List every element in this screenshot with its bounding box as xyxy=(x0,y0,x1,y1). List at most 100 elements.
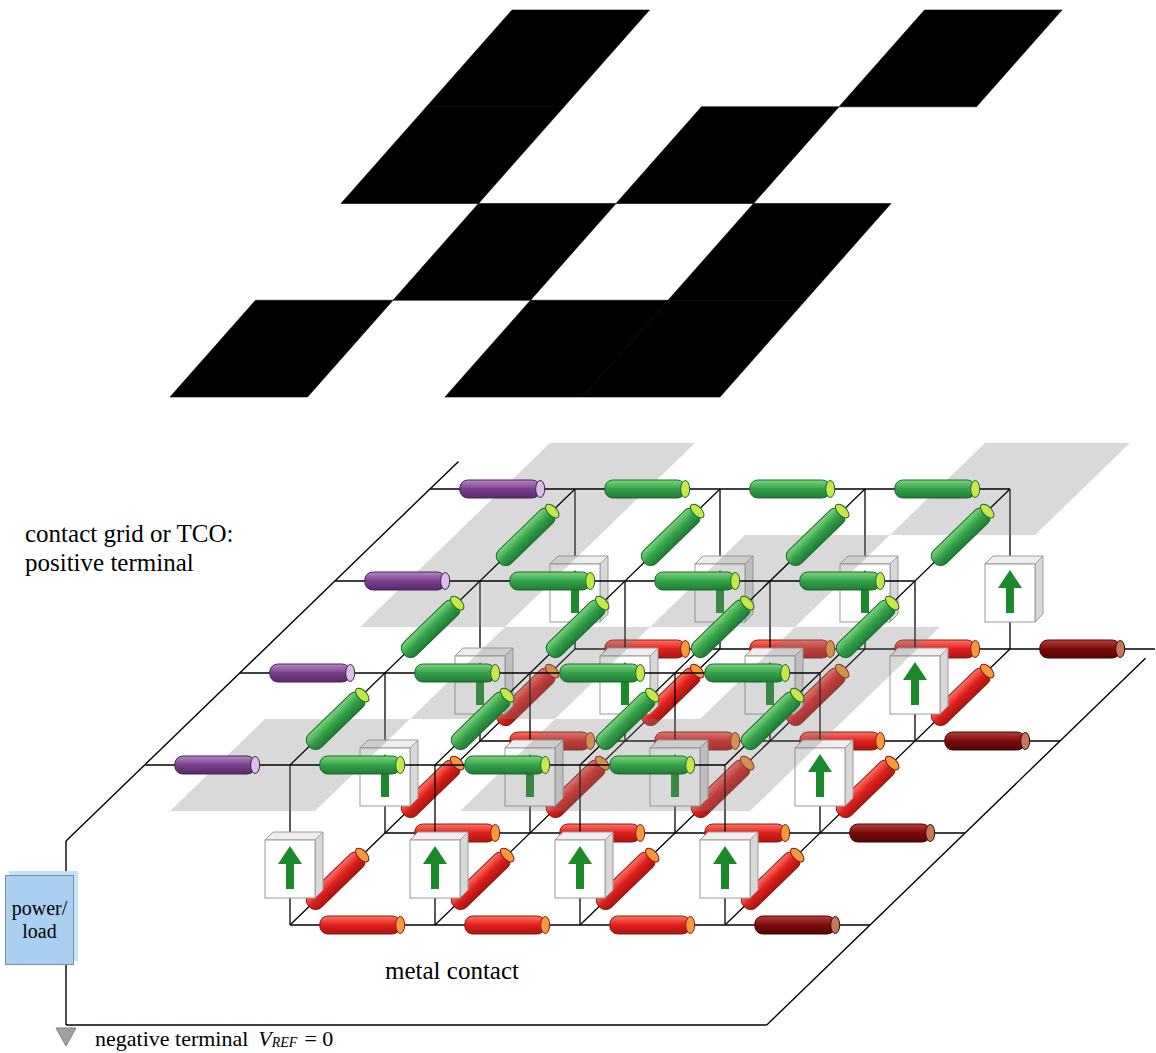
resistor-symbol xyxy=(320,756,405,774)
plane-edge xyxy=(66,461,459,841)
resistor-body xyxy=(605,480,685,498)
resistor-cap xyxy=(1116,641,1125,658)
resistor-symbol xyxy=(465,916,550,934)
resistor-body xyxy=(560,664,640,682)
arrow-head xyxy=(278,846,302,864)
resistor-cap xyxy=(586,573,595,590)
resistor-cap xyxy=(688,502,706,520)
arrow-head xyxy=(998,570,1022,588)
checker-cell xyxy=(668,204,891,301)
resistor-body xyxy=(755,916,835,934)
symbol-label: V xyxy=(258,1028,271,1050)
resistor-symbol xyxy=(270,664,355,682)
plane-label: metal contact xyxy=(385,957,519,986)
cube-side xyxy=(605,832,613,898)
cell-symbol xyxy=(410,832,468,898)
cube-side xyxy=(460,832,468,898)
resistor-cap xyxy=(731,573,740,590)
arrow-stem xyxy=(721,863,729,889)
cube-top xyxy=(265,832,323,840)
arrow-stem xyxy=(911,679,919,705)
ground-symbol xyxy=(56,1028,76,1046)
resistor-symbol xyxy=(398,593,467,660)
resistor-symbol xyxy=(543,593,612,660)
resistor-symbol xyxy=(365,572,450,590)
resistor-cap xyxy=(738,594,756,612)
resistor-cap xyxy=(448,594,466,612)
cube-side xyxy=(940,648,948,714)
checker-cell xyxy=(341,107,564,204)
grid-line xyxy=(580,489,865,765)
resistor-symbol xyxy=(605,480,690,498)
cube-front xyxy=(555,840,605,898)
resistor-symbol xyxy=(175,756,260,774)
grid-line xyxy=(725,489,1010,765)
resistor-cap xyxy=(781,665,790,682)
resistor-cap xyxy=(926,825,935,842)
resistor-symbol xyxy=(688,593,757,660)
resistor-cap xyxy=(826,481,835,498)
cube-side xyxy=(315,832,323,898)
checkerboard xyxy=(170,10,1062,397)
resistor-cap xyxy=(883,754,901,772)
resistor-cap xyxy=(1021,733,1030,750)
resistor-body xyxy=(895,480,975,498)
checker-cell xyxy=(616,107,839,204)
resistor-cap xyxy=(876,733,885,750)
checker-cell xyxy=(393,204,616,301)
terminal-label: negative terminal xyxy=(95,1028,248,1050)
resistor-body xyxy=(465,916,545,934)
arrow-head xyxy=(568,846,592,864)
resistor-cap xyxy=(876,573,885,590)
resistor-symbol xyxy=(320,916,405,934)
resistor-symbol xyxy=(850,824,935,842)
resistor-cap xyxy=(541,917,550,934)
arrow-stem xyxy=(286,863,294,889)
cube-top xyxy=(985,556,1043,564)
resistor-cap xyxy=(498,846,516,864)
resistor-body xyxy=(175,756,255,774)
resistor-symbol xyxy=(833,593,902,660)
node-text: power/ load xyxy=(6,897,73,943)
cube-front xyxy=(265,840,315,898)
checker-cell xyxy=(427,10,650,107)
resistor-symbol xyxy=(303,685,372,752)
cube-side xyxy=(845,740,853,806)
resistor-cap xyxy=(978,502,996,520)
resistor-cap xyxy=(971,641,980,658)
resistor-body xyxy=(365,572,445,590)
resistor-body xyxy=(750,480,830,498)
resistor-cap xyxy=(681,481,690,498)
terminal-label: contact grid or TCO: positive terminal xyxy=(25,520,295,578)
resistor-cap xyxy=(781,825,790,842)
resistor-cap xyxy=(396,917,405,934)
cube-top xyxy=(700,832,758,840)
resistor-body xyxy=(465,756,545,774)
resistor-symbol xyxy=(593,685,662,752)
resistor-symbol xyxy=(610,756,695,774)
resistor-symbol xyxy=(448,685,517,752)
resistor-body xyxy=(320,756,400,774)
cube-top xyxy=(555,832,613,840)
resistor-body xyxy=(460,480,540,498)
resistor-body xyxy=(320,916,400,934)
grid-line xyxy=(435,489,720,765)
checker-cell xyxy=(170,300,393,397)
cell-layer xyxy=(265,489,1043,925)
cell-symbol xyxy=(265,832,323,898)
resistor-symbol xyxy=(560,664,645,682)
cube-front xyxy=(700,840,750,898)
resistor-symbol xyxy=(415,664,500,682)
resistor-body xyxy=(1040,640,1120,658)
cube-side xyxy=(750,832,758,898)
arrow-stem xyxy=(571,587,579,613)
checker-cell xyxy=(583,300,806,397)
plane-edge xyxy=(66,1024,767,1025)
positive-wire xyxy=(65,841,66,875)
resistor-cap xyxy=(441,573,450,590)
arrow-head xyxy=(713,846,737,864)
arrow-stem xyxy=(576,863,584,889)
grid-line xyxy=(290,489,575,765)
cell-symbol xyxy=(985,556,1043,622)
resistor-cap xyxy=(251,757,260,774)
